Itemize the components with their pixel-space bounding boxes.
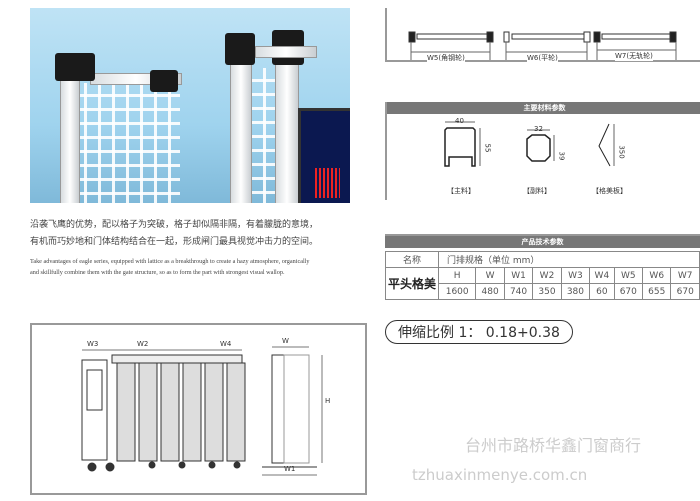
spec-value: 60 [589, 283, 615, 300]
dim-w2: W2 [137, 340, 149, 348]
intro-cn-2: 有机而巧妙地和门体结构结合在一起，形成闸门最具视觉冲击力的空间。 [30, 237, 319, 247]
gate-leaf [182, 362, 202, 462]
gate-leaf [116, 362, 136, 462]
sub-material-width: 32 [534, 125, 543, 133]
spec-column-header: W1 [503, 267, 534, 284]
panel-label: 【格美板】 [592, 187, 627, 195]
dim-w4: W4 [220, 340, 232, 348]
main-material-height: 55 [483, 143, 492, 153]
spec-column-header: H [437, 267, 477, 284]
dim-w1: W1 [284, 465, 296, 473]
spec-column-header: W5 [613, 267, 644, 284]
wheel-w7-label: W7(无轨轮) [615, 51, 653, 61]
panel-height: 350 [617, 145, 626, 159]
spec-column-header: W6 [642, 267, 672, 284]
intro-en-2: and skillfully combine them with the gat… [30, 269, 285, 276]
sub-material-height: 39 [557, 151, 566, 161]
gate-leaf [138, 362, 158, 462]
gate-drawing: W3 W2 W4 W H W1 [30, 323, 367, 495]
spec-column-header: W4 [589, 267, 615, 284]
spec-value: 670 [670, 283, 700, 300]
spec-value: 740 [503, 283, 534, 300]
wheel-w5-label: W5(角钢轮) [427, 53, 465, 63]
wheel-w6-label: W6(平轮) [527, 53, 558, 63]
product-name: 平头格美 [385, 267, 439, 300]
intro-en-1: Take advantages of eagle series, equippe… [30, 258, 310, 265]
expansion-ratio: 伸缩比例 1： 0.18+0.38 [385, 320, 573, 344]
materials-panel: 主要材料参数 40 55 32 39 350 【主料】 【副料】 【格美板】 [385, 102, 700, 200]
spec-value: 1600 [437, 283, 477, 300]
spec-header: 门排规格（单位 mm） [438, 251, 700, 268]
spec-value: 480 [475, 283, 505, 300]
gate-leaf [160, 362, 180, 462]
spec-column-header: W7 [670, 267, 700, 284]
main-material-width: 40 [455, 117, 464, 125]
gate-leaf [204, 362, 224, 462]
intro-cn-1: 沿袭飞鹰的优势，配以格子为突破，格子却似隔非隔，有着朦胧的意境， [30, 220, 319, 230]
product-photo [30, 8, 350, 203]
watermark-company: 台州市路桥华鑫门窗商行 [465, 436, 642, 455]
wheel-panel: W5(角钢轮) W6(平轮) W7(无轨轮) [385, 8, 700, 63]
spec-value: 380 [560, 283, 591, 300]
name-header: 名称 [385, 251, 439, 268]
spec-value: 350 [532, 283, 562, 300]
gate-leaf [226, 362, 246, 462]
materials-title: 主要材料参数 [387, 102, 700, 114]
dim-w3: W3 [87, 340, 99, 348]
dim-h: H [325, 397, 331, 405]
spec-column-header: W3 [560, 267, 591, 284]
spec-column-header: W2 [532, 267, 562, 284]
specs-title: 产品技术参数 [385, 234, 700, 248]
spec-value: 655 [642, 283, 672, 300]
spec-value: 670 [613, 283, 644, 300]
watermark-site: tzhuaxinmenye.com.cn [412, 466, 588, 484]
main-material-label: 【主料】 [447, 187, 475, 195]
dim-w: W [282, 337, 289, 345]
sub-material-label: 【副料】 [523, 187, 551, 195]
spec-column-header: W [475, 267, 505, 284]
